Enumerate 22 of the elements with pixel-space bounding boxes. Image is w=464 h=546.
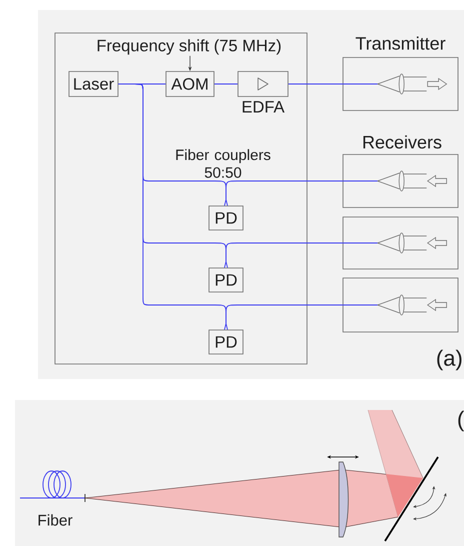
amplifier-box: EDFA (238, 71, 288, 112)
detector-box: PD (208, 330, 244, 354)
enclosure-box (54, 32, 308, 364)
node-label: EDFA (242, 101, 285, 112)
fiber-label: Fiber (38, 514, 72, 526)
receiver-box (342, 216, 458, 270)
fiber-line (226, 242, 344, 268)
laser-box: Laser (68, 71, 118, 97)
group-heading: Receivers (363, 135, 442, 149)
transmitter-box: Transmitter (342, 36, 458, 111)
detector-box: PD (208, 268, 244, 292)
modulator-box: AOM (166, 71, 214, 97)
fiber-line (226, 180, 344, 206)
fiber-line (118, 84, 226, 330)
node-label: Transmitter (356, 36, 446, 50)
detector-box: PD (208, 206, 244, 230)
receiver-box (342, 154, 458, 208)
annotation-text: Frequency shift (75 MHz) (98, 39, 281, 55)
panel-label: ( (458, 410, 464, 432)
receiver-box (342, 278, 458, 332)
fiber-line (226, 304, 344, 330)
coupler-label: Fiber couplers 50:50 (176, 149, 270, 178)
